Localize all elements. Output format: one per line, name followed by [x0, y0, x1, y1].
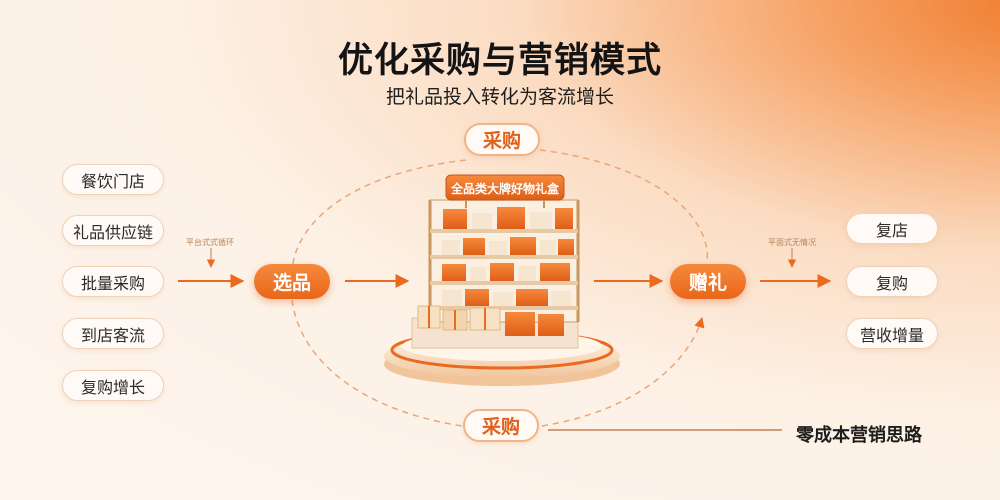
left-item-repurchase-growth: 复购增长	[62, 370, 164, 401]
shelf-sign-text: 全品类大牌好物礼盒	[450, 181, 560, 196]
node-select-products: 选品	[254, 264, 330, 299]
page-title: 优化采购与营销模式	[337, 41, 662, 81]
slogan-text: 零成本营销思路	[796, 425, 922, 446]
hint-right: 平面式无情况	[768, 238, 816, 247]
right-item-return-visit: 复店	[846, 213, 938, 244]
hint-left: 平台式式循环	[186, 238, 234, 247]
page-subtitle: 把礼品投入转化为客流增长	[385, 86, 614, 108]
node-top-purchase: 采购	[464, 123, 540, 156]
node-bottom-purchase: 采购	[463, 409, 539, 442]
cycle-ring	[291, 149, 709, 427]
flow-arrows	[178, 248, 832, 431]
gift-shelf-illustration: 全品类大牌好物礼盒	[384, 174, 620, 386]
left-item-dining-store: 餐饮门店	[62, 164, 164, 195]
left-item-gift-supply-chain: 礼品供应链	[62, 215, 164, 246]
right-item-revenue-increment: 营收增量	[846, 318, 938, 349]
node-gift: 赠礼	[670, 264, 746, 299]
left-item-store-traffic: 到店客流	[62, 318, 164, 349]
left-item-bulk-purchase: 批量采购	[62, 266, 164, 297]
right-item-repurchase: 复购	[846, 266, 938, 297]
